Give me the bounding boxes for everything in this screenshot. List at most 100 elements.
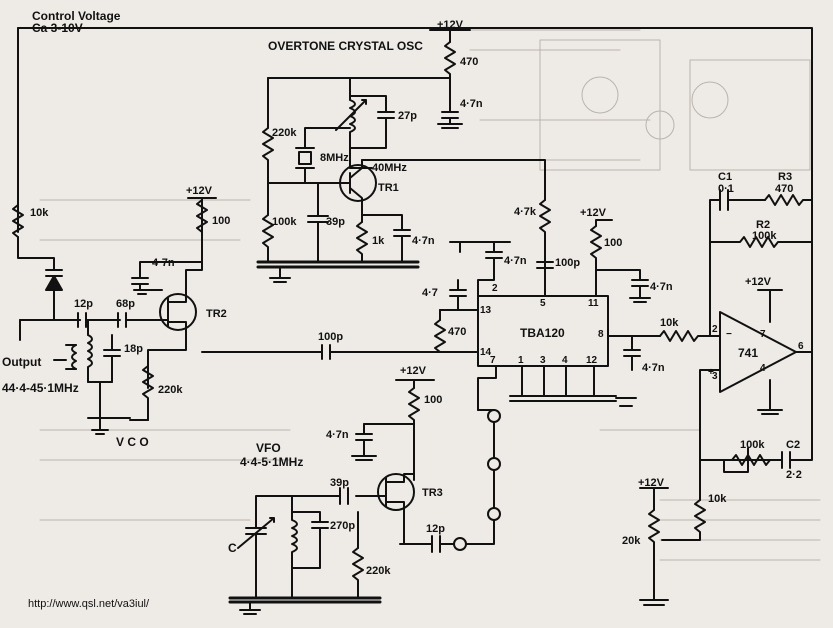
pot20k-label: 20k: [622, 535, 641, 547]
c47n-pin8-label: 4·7n: [642, 362, 665, 374]
r10k-left-label: 10k: [30, 207, 49, 219]
vcc-tr3-label: +12V: [400, 365, 426, 377]
tr2-label: TR2: [206, 308, 227, 320]
tr2-symbol: [159, 293, 197, 331]
tr3-symbol: [377, 473, 415, 511]
c100p-ic-label: 100p: [555, 257, 581, 269]
r2-val-label: 100k: [752, 230, 777, 242]
cap-variable: [245, 495, 293, 599]
control-range-label: Ca 3-10V: [32, 21, 83, 35]
cv-bus-top: [17, 27, 813, 354]
c47n-ic-right-label: 4·7n: [650, 281, 673, 293]
r100k-xo-label: 100k: [272, 216, 297, 228]
cap-270p: [291, 511, 329, 569]
overtone-title: OVERTONE CRYSTAL OSC: [268, 39, 423, 53]
choke-1: [487, 409, 501, 423]
vfo-coil: [291, 511, 298, 569]
choke-2: [487, 457, 501, 471]
cap-39p-vfo: [291, 487, 377, 513]
c47n-top-label: 4·7n: [460, 98, 483, 110]
vcc-ic-label: +12V: [580, 207, 606, 219]
c270p-label: 270p: [330, 520, 356, 532]
cap-47n-ic-left: [449, 279, 479, 311]
resistor-220k-tr2: [142, 365, 154, 421]
cap-12p-vfo: [399, 535, 455, 553]
resistor-4k7: [539, 199, 551, 247]
crystal-8mhz: [295, 127, 351, 184]
op-pin6-label: 6: [798, 341, 804, 352]
op-pin3-label: 3: [712, 371, 718, 382]
c39p-vfo-label: 39p: [330, 477, 349, 489]
opamp-741: [719, 311, 797, 393]
pot-100k-fb: [731, 454, 771, 466]
tr3-label: TR3: [422, 487, 443, 499]
pin12-label: 12: [586, 355, 598, 366]
c68p-label: 68p: [116, 298, 135, 310]
r470-top-label: 470: [460, 56, 479, 68]
cap-100p-ic: [536, 245, 554, 297]
background-page-texture: [39, 29, 821, 561]
output-label: Output: [2, 355, 42, 369]
resistor-1k: [356, 221, 368, 263]
cap-68p: [85, 312, 161, 328]
c39p-xo-label: 39p: [326, 216, 345, 228]
resistor-10k-right: [661, 499, 706, 541]
cap-c1: [709, 189, 766, 337]
op-pin4-label: 4: [760, 363, 766, 374]
output-range: 44·4-45·1MHz: [2, 381, 79, 395]
c1-val-label: 0·1: [718, 183, 734, 195]
pin3-label: 3: [540, 355, 546, 366]
opamp-label: 741: [738, 346, 759, 360]
vco-coil: [87, 319, 93, 383]
cap-100p-mid: [201, 344, 479, 360]
cap-39p-xo: [307, 182, 337, 263]
vfo-title: VFO: [256, 441, 281, 455]
op-pin2-label: 2: [712, 324, 718, 335]
resistor-100-tr3: [363, 387, 420, 425]
r47k-label: 4·7k: [514, 206, 537, 218]
c2-label: C2: [786, 439, 801, 451]
c47n-ic-left-label: 4·7: [422, 287, 438, 299]
r100k-fb-label: 100k: [740, 439, 765, 451]
control-voltage-label: Control Voltage: [32, 9, 121, 23]
c47n-tr2-label: 4·7n: [152, 257, 175, 269]
ground-bus-vfo: [228, 596, 382, 604]
vcc-pot-label: +12V: [638, 477, 664, 489]
cap-47n-tr3: [351, 423, 377, 461]
cvar-label: C: [228, 541, 237, 555]
c1-label: C1: [718, 171, 733, 183]
pin13-label: 13: [480, 305, 492, 316]
r10k-opamp-label: 10k: [660, 317, 679, 329]
c27p-label: 27p: [398, 110, 417, 122]
c2-val-label: 2·2: [786, 469, 802, 481]
cap-47n-tr1: [361, 214, 411, 263]
resistor-r2: [709, 236, 813, 248]
pin8-label: 8: [598, 329, 604, 340]
r470-ic-label: 470: [448, 326, 467, 338]
pin5-label: 5: [540, 298, 546, 309]
r100-ic-label: 100: [604, 237, 623, 249]
choke-3: [487, 507, 501, 521]
resistor-r3: [764, 194, 813, 206]
r10k-right-label: 10k: [708, 493, 727, 505]
resistor-220k-tr3: [352, 547, 364, 599]
r100-tr2-label: 100: [212, 215, 231, 227]
cap-47n-tr2: [131, 261, 203, 291]
c12p-label: 12p: [74, 298, 93, 310]
r3-val-label: 470: [775, 183, 794, 195]
vcc-tr2-label: +12V: [186, 185, 212, 197]
tr1-label: TR1: [378, 182, 399, 194]
resistor-470-ic: [434, 319, 446, 353]
output-coil: [71, 344, 77, 370]
ic-label: TBA120: [520, 326, 565, 340]
tuned-coil-40mhz: [349, 95, 356, 149]
xtal-label: 8MHz: [320, 152, 349, 164]
cap-27p: [349, 95, 395, 149]
vco-label: V C O: [116, 435, 149, 449]
pin1-label: 1: [518, 355, 524, 366]
pot-20k: [648, 509, 660, 601]
c18p-label: 18p: [124, 343, 143, 355]
source-url[interactable]: http://www.qsl.net/va3iul/: [26, 598, 152, 611]
c12p-vfo-label: 12p: [426, 523, 445, 535]
